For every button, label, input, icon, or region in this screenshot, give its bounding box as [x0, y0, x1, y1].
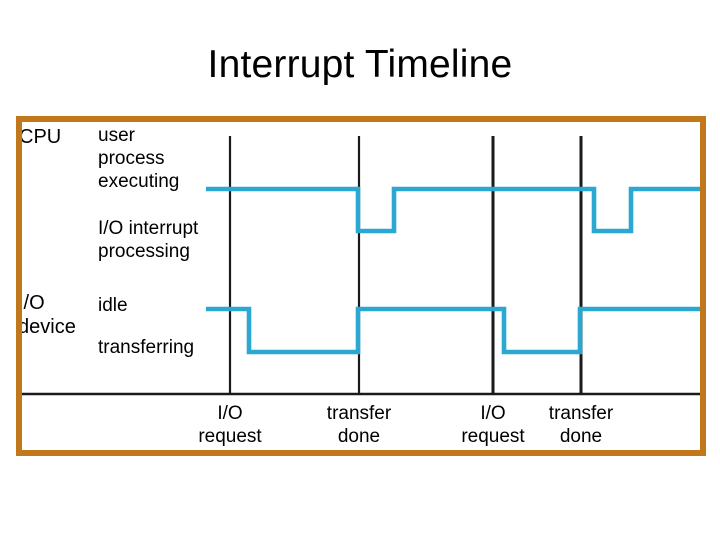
track-label-io-device: I/O device [18, 292, 76, 338]
event-label-transfer-done-1: transfer done [326, 403, 392, 447]
io-device-waveform [206, 306, 700, 355]
track-label-cpu: CPU [19, 126, 62, 148]
event-label-io-request-1: I/O request [198, 403, 262, 447]
cpu-waveform [206, 186, 700, 234]
state-label-transferring: transferring [98, 337, 195, 358]
state-label-io-interrupt-processing: I/O interrupt processing [98, 218, 199, 262]
event-label-io-request-2: I/O request [461, 403, 525, 447]
state-label-idle: idle [98, 295, 128, 316]
figure-labels: CPU I/O device user process executing I/… [22, 122, 700, 450]
timeline-chart [22, 136, 700, 396]
state-label-user-process-executing: user process executing [98, 125, 180, 192]
page-title: Interrupt Timeline [207, 43, 513, 86]
event-label-transfer-done-2: transfer done [548, 403, 614, 447]
interrupt-timeline-figure: CPU I/O device user process executing I/… [16, 116, 706, 456]
